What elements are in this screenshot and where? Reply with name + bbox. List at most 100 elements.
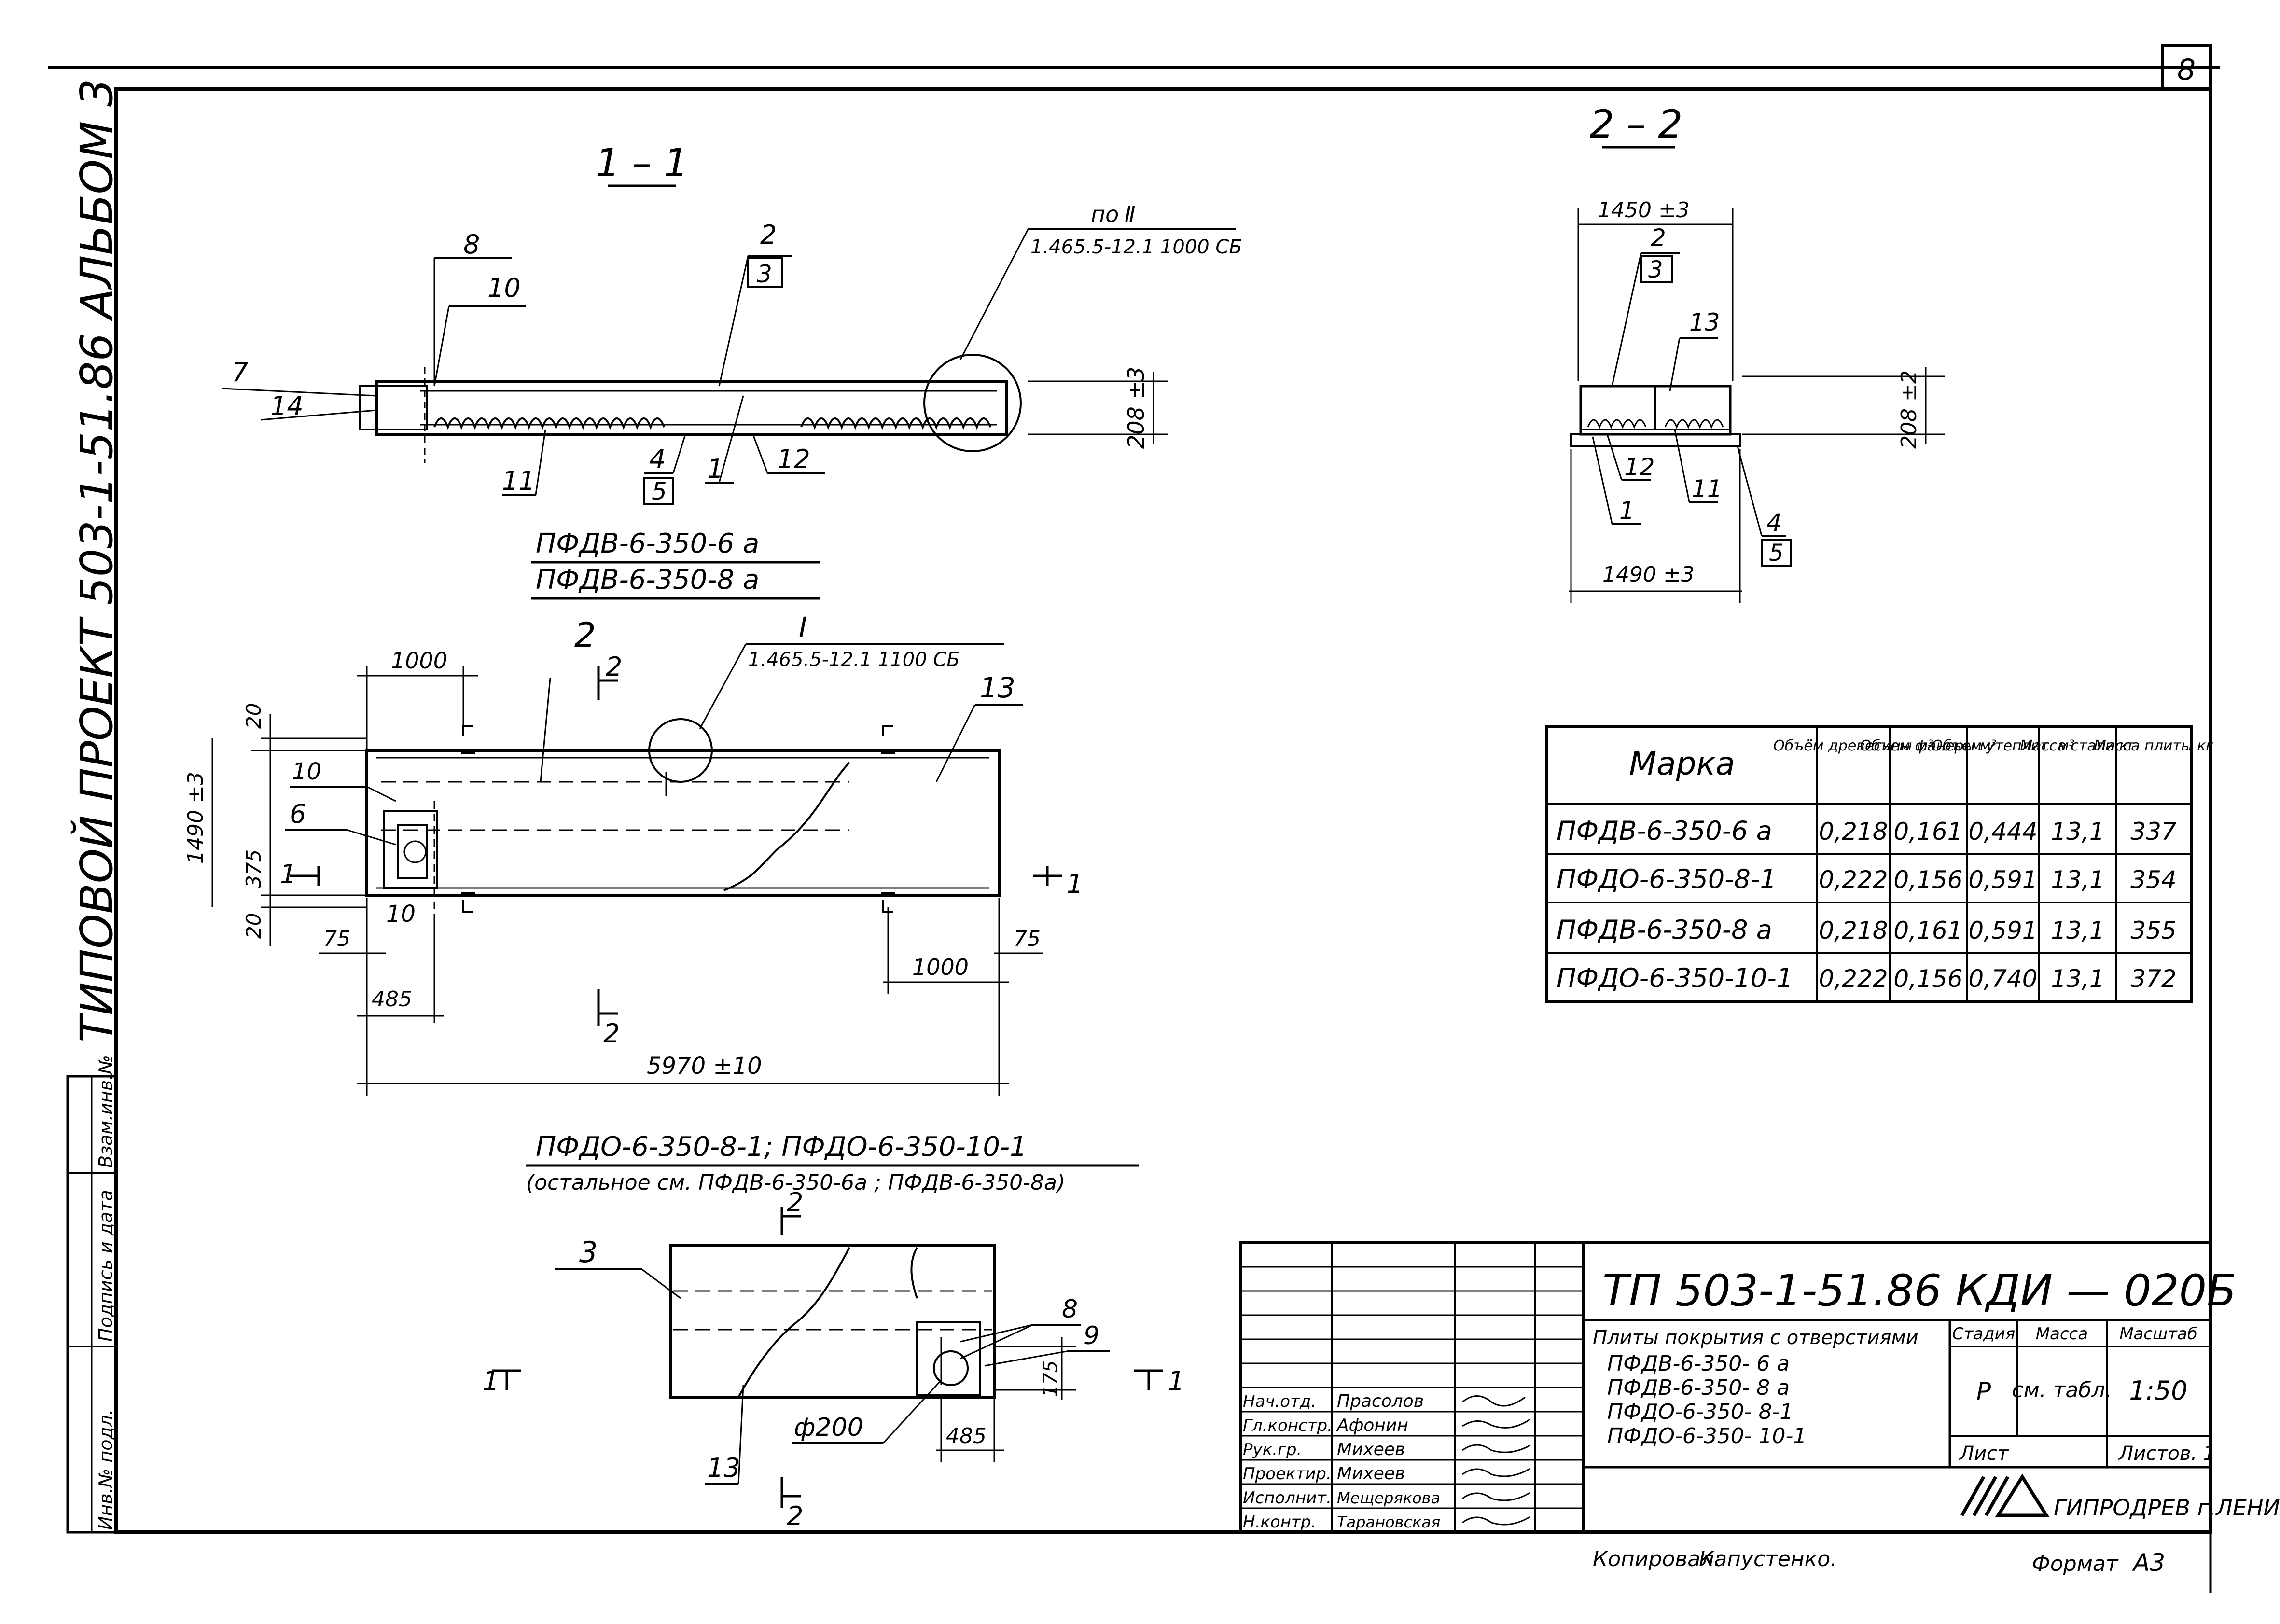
svg-text:0,156: 0,156: [1893, 965, 1962, 993]
svg-text:0,740: 0,740: [1968, 965, 2037, 993]
header-insul: Объем утеплит. м³: [1931, 737, 2074, 754]
svg-text:13,1: 13,1: [2051, 965, 2104, 993]
copied-label: Копировал:: [1593, 1547, 1721, 1571]
svg-text:8: 8: [463, 229, 480, 260]
svg-text:Нач.отд.: Нач.отд.: [1243, 1392, 1316, 1411]
svg-text:337: 337: [2130, 818, 2177, 846]
svg-text:Михеев: Михеев: [1337, 1464, 1405, 1484]
svg-text:Подпись и дата: Подпись и дата: [95, 1190, 116, 1342]
svg-text:Взам.инв.№: Взам.инв.№: [95, 1055, 116, 1168]
svg-text:485: 485: [946, 1424, 987, 1448]
svg-text:Инв.№ подл.: Инв.№ подл.: [95, 1409, 116, 1530]
svg-text:ПФДО-6-350-8-1: ПФДО-6-350-8-1: [1557, 864, 1777, 894]
svg-text:ПФДВ-6-350-6 а: ПФДВ-6-350-6 а: [1557, 816, 1772, 846]
svg-text:Масштаб: Масштаб: [2119, 1324, 2197, 1344]
svg-text:Н.контр.: Н.контр.: [1243, 1513, 1316, 1532]
svg-text:Тарановская: Тарановская: [1337, 1513, 1440, 1531]
svg-text:7: 7: [232, 357, 248, 388]
svg-text:3: 3: [579, 1235, 598, 1269]
svg-text:ПФДВ-6-350-6 а: ПФДВ-6-350-6 а: [536, 528, 759, 559]
header-mark: Марка: [1629, 745, 1735, 782]
svg-text:13: 13: [707, 1453, 740, 1483]
svg-text:Гл.констр.: Гл.констр.: [1243, 1416, 1333, 1435]
svg-text:10: 10: [292, 758, 321, 785]
svg-text:ПФДВ-6-350- 8 а: ПФДВ-6-350- 8 а: [1607, 1375, 1790, 1400]
svg-text:Прасолов: Прасолов: [1337, 1391, 1424, 1411]
svg-text:(остальное см. ПФДВ-6-350-6а ;: (остальное см. ПФДВ-6-350-6а ; ПФДВ-6-35…: [526, 1170, 1065, 1195]
svg-text:355: 355: [2130, 916, 2176, 944]
svg-text:Исполнит.: Исполнит.: [1243, 1488, 1332, 1508]
section-1-1: 1 – 1 8 10 7 14 2 3 11 4 5: [222, 140, 1242, 505]
svg-text:Мещерякова: Мещерякова: [1337, 1489, 1440, 1507]
svg-text:1: 1: [707, 454, 723, 484]
svg-text:5970 ±10: 5970 ±10: [647, 1053, 762, 1080]
svg-text:175: 175: [1040, 1360, 1062, 1397]
svg-text:1.465.5-12.1 1000 СБ: 1.465.5-12.1 1000 СБ: [1030, 236, 1242, 258]
svg-text:2: 2: [787, 1187, 803, 1218]
svg-text:0,161: 0,161: [1893, 818, 1962, 846]
svg-text:Проектир.: Проектир.: [1243, 1464, 1332, 1484]
svg-text:Листов. 1: Листов. 1: [2118, 1443, 2215, 1465]
svg-text:12: 12: [777, 444, 810, 474]
svg-text:0,161: 0,161: [1893, 916, 1962, 944]
header-plywood: Объем фанеры м³: [1860, 737, 1997, 754]
svg-text:1: 1: [1619, 497, 1635, 525]
sheet-frame: [114, 87, 2212, 1534]
svg-text:2: 2: [760, 220, 777, 250]
title-block: Нач.отд. Прасолов Гл.констр. Афонин Рук.…: [1239, 1241, 2280, 1534]
svg-text:9: 9: [1084, 1321, 1099, 1350]
svg-text:2: 2: [1651, 224, 1666, 252]
page-number-box: [2161, 44, 2212, 91]
svg-text:208 ±3: 208 ±3: [1123, 367, 1149, 449]
svg-text:13: 13: [1689, 308, 1720, 336]
svg-text:20: 20: [242, 913, 265, 939]
svg-text:Михеев: Михеев: [1337, 1440, 1405, 1459]
svg-text:0,156: 0,156: [1893, 866, 1962, 894]
svg-text:11: 11: [1692, 475, 1723, 503]
org-logo: [1960, 1473, 2050, 1517]
svg-text:ПФДВ-6-350-8 а: ПФДВ-6-350-8 а: [1557, 915, 1772, 945]
svg-text:1: 1: [1067, 869, 1083, 899]
svg-text:2: 2: [606, 652, 622, 682]
header-steel: Масса стали кг: [2020, 737, 2136, 754]
svg-text:1:50: 1:50: [2129, 1375, 2187, 1406]
svg-text:3: 3: [757, 260, 772, 288]
svg-text:2: 2: [574, 615, 596, 655]
svg-text:1490 ±3: 1490 ±3: [1602, 562, 1695, 587]
svg-text:ПФДО-6-350- 8-1: ПФДО-6-350- 8-1: [1607, 1400, 1793, 1424]
format-value: А3: [2132, 1549, 2165, 1577]
doc-number: ТП 503-1-51.86 КДИ — 020Б: [1602, 1265, 2237, 1316]
svg-text:1000: 1000: [912, 954, 969, 980]
copied-name: Капустенко.: [1699, 1547, 1837, 1571]
svg-text:354: 354: [2130, 866, 2176, 894]
svg-text:20: 20: [242, 703, 265, 729]
plan-top: ПФДВ-6-350-6 а ПФДВ-6-350-8 а I 1.465.5-…: [183, 528, 1083, 1096]
svg-text:0,218: 0,218: [1819, 818, 1888, 846]
svg-text:1450 ±3: 1450 ±3: [1598, 198, 1690, 222]
svg-text:ф200: ф200: [794, 1413, 863, 1442]
svg-text:ПФДВ-6-350-8 а: ПФДВ-6-350-8 а: [536, 564, 759, 596]
svg-text:см. табл.: см. табл.: [2012, 1378, 2112, 1402]
svg-text:14: 14: [270, 391, 304, 421]
svg-text:Стадия: Стадия: [1952, 1324, 2015, 1344]
svg-text:13: 13: [980, 671, 1015, 704]
svg-text:208 ±2: 208 ±2: [1897, 370, 1921, 449]
svg-text:Рук.гр.: Рук.гр.: [1243, 1440, 1302, 1459]
header-slab: Масса плиты кг: [2094, 737, 2213, 754]
svg-text:Р: Р: [1976, 1377, 1991, 1405]
svg-text:1490 ±3: 1490 ±3: [183, 772, 208, 864]
svg-text:13,1: 13,1: [2051, 866, 2104, 894]
svg-text:485: 485: [372, 987, 412, 1012]
svg-text:2: 2: [787, 1501, 803, 1531]
svg-text:13,1: 13,1: [2051, 916, 2104, 944]
svg-text:10: 10: [487, 273, 521, 303]
svg-text:0,591: 0,591: [1968, 866, 2037, 894]
svg-text:5: 5: [652, 477, 667, 505]
svg-text:0,591: 0,591: [1968, 916, 2037, 944]
svg-text:Лист: Лист: [1959, 1443, 2009, 1465]
svg-text:0,218: 0,218: [1819, 916, 1888, 944]
ref-mark: Ⅱ: [1125, 201, 1136, 227]
section-2-2: 2 – 2 1450 ±3 1490 ±3 208 ±2 2 3 13: [1569, 102, 1945, 603]
svg-text:11: 11: [502, 466, 535, 496]
